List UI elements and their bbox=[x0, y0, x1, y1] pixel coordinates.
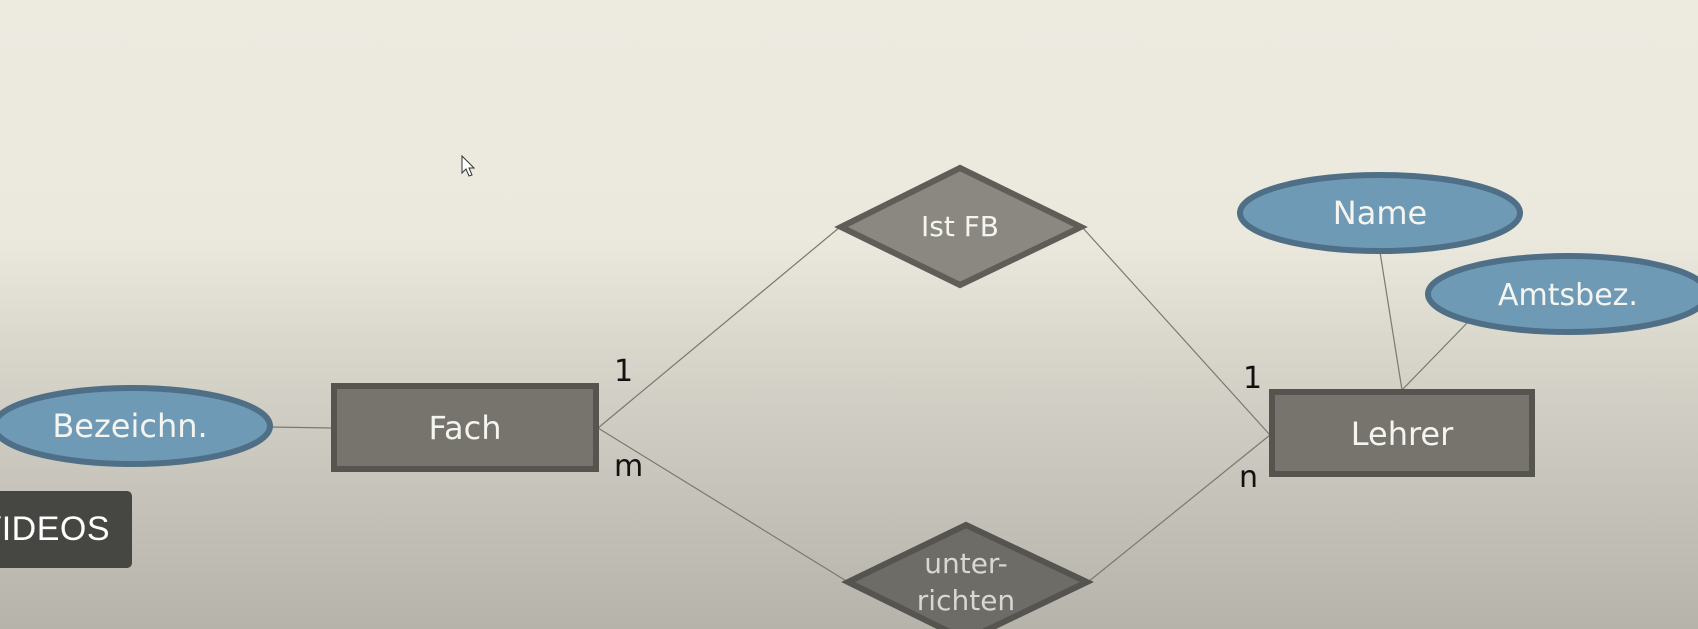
relationship-ist-fb-label: Ist FB bbox=[921, 210, 999, 243]
attribute-bezeichn[interactable]: Bezeichn. bbox=[0, 385, 273, 467]
videos-button[interactable]: VIDEOS bbox=[0, 491, 132, 568]
attribute-bezeichn-label: Bezeichn. bbox=[52, 407, 207, 445]
cardinality-fach-unterrichten: m bbox=[614, 449, 643, 484]
cardinality-fach-istfb: 1 bbox=[614, 354, 633, 389]
line-unterrichten-lehrer bbox=[1087, 434, 1271, 583]
relationship-unterrichten-label-2: richten bbox=[917, 584, 1015, 617]
entity-fach[interactable]: Fach bbox=[331, 383, 599, 472]
entity-lehrer[interactable]: Lehrer bbox=[1269, 389, 1535, 477]
attribute-name-label: Name bbox=[1333, 194, 1427, 232]
line-amtsbez-lehrer bbox=[1401, 321, 1469, 391]
relationship-ist-fb[interactable]: Ist FB bbox=[834, 164, 1088, 289]
cardinality-lehrer-unterrichten: n bbox=[1239, 460, 1258, 495]
mouse-cursor-icon bbox=[461, 154, 476, 177]
entity-fach-label: Fach bbox=[429, 409, 502, 447]
attribute-amtsbez[interactable]: Amtsbez. bbox=[1425, 253, 1698, 335]
line-istfb-lehrer bbox=[1081, 226, 1271, 436]
attribute-name[interactable]: Name bbox=[1237, 172, 1523, 254]
entity-lehrer-label: Lehrer bbox=[1351, 415, 1454, 453]
relationship-unterrichten-label-1: unter- bbox=[924, 547, 1008, 580]
attribute-amtsbez-label: Amtsbez. bbox=[1498, 278, 1638, 313]
connector-lines bbox=[269, 226, 1469, 583]
line-fach-istfb bbox=[597, 226, 841, 429]
relationship-unterrichten[interactable]: unter- richten bbox=[841, 521, 1094, 629]
line-name-lehrer bbox=[1379, 251, 1403, 391]
cardinality-lehrer-istfb: 1 bbox=[1243, 361, 1262, 396]
line-bezeichn-fach bbox=[269, 426, 334, 429]
line-fach-unterrichten bbox=[597, 427, 849, 583]
